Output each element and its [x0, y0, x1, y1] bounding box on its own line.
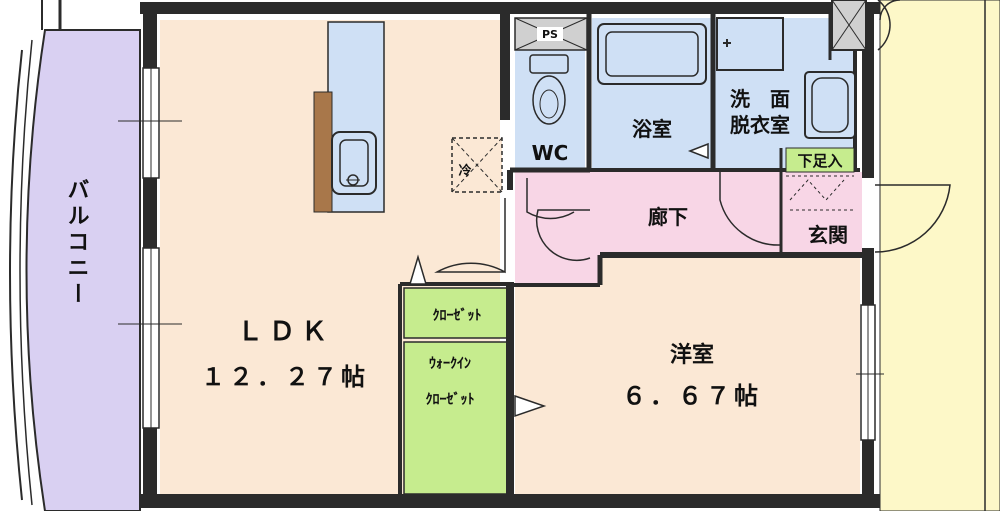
- entrance-area: [782, 172, 862, 255]
- ps-label: PS: [542, 28, 558, 41]
- ldk-label: ＬＤＫ: [237, 317, 333, 347]
- washroom-label-1: 洗 面: [730, 87, 790, 111]
- western-room: [515, 255, 860, 494]
- bath-label: 浴室: [632, 117, 672, 141]
- balcony-area: [25, 29, 141, 511]
- western-room-window: [856, 304, 884, 441]
- walk-in-closet-label-2: ｸﾛｰｾﾞｯﾄ: [426, 391, 475, 408]
- shoe-box-label-bg: [785, 147, 855, 173]
- door-swings: [408, 0, 951, 418]
- washroom-label-2: 脱衣室: [730, 113, 790, 137]
- corridor-label: 廊下: [648, 205, 688, 229]
- fridge-label: 冷: [458, 163, 471, 179]
- balcony-window-upper: [118, 67, 182, 179]
- balcony-label: バルコニー: [64, 178, 89, 308]
- washing-machine-space: [804, 71, 856, 139]
- walk-in-closet-label-1: ｳｫｰｸｲﾝ: [429, 356, 471, 372]
- wash-basin: [716, 17, 784, 71]
- entrance-label: 玄関: [808, 223, 848, 247]
- toilet-fixture: [529, 54, 569, 125]
- shoe-box-label: 下足入: [797, 152, 842, 170]
- kitchen-counter: [313, 21, 385, 213]
- ldk-size: １２．２７帖: [201, 363, 369, 391]
- exterior-walkway: [879, 0, 1000, 511]
- wc-label: WC: [532, 141, 569, 165]
- corridor-area: [515, 172, 780, 285]
- western-room-size: ６．６７帖: [622, 382, 762, 410]
- fridge-space: [451, 137, 503, 193]
- closet-label: ｸﾛｰｾﾞｯﾄ: [433, 307, 482, 324]
- western-room-label: 洋室: [670, 342, 714, 368]
- balcony-window-lower: [118, 247, 182, 429]
- bathtub: [597, 23, 707, 85]
